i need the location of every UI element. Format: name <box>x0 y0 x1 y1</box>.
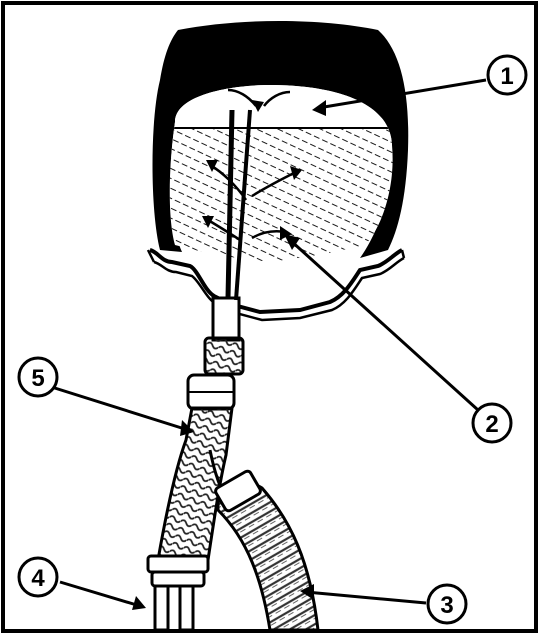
callout-2: 2 <box>473 404 511 442</box>
callout-3-number: 3 <box>440 592 453 619</box>
callout-3: 3 <box>428 585 466 623</box>
callout-2-number: 2 <box>485 411 498 438</box>
callout-1-number: 1 <box>500 63 513 90</box>
callout-5: 5 <box>19 358 57 396</box>
callout-4: 4 <box>19 558 57 596</box>
callout-5-number: 5 <box>31 365 44 392</box>
callout-1: 1 <box>488 56 526 94</box>
callout-4-number: 4 <box>31 565 45 592</box>
